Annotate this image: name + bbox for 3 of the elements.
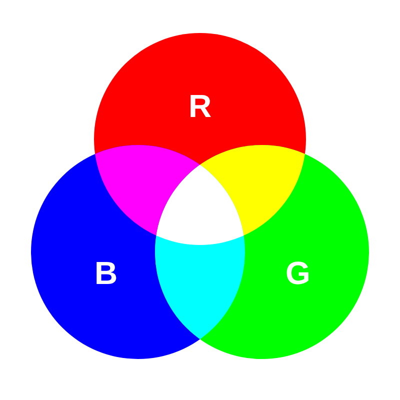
channel-letter: R [188, 88, 212, 124]
channel-letter: B [94, 255, 118, 291]
channel-letter: G [286, 255, 310, 291]
